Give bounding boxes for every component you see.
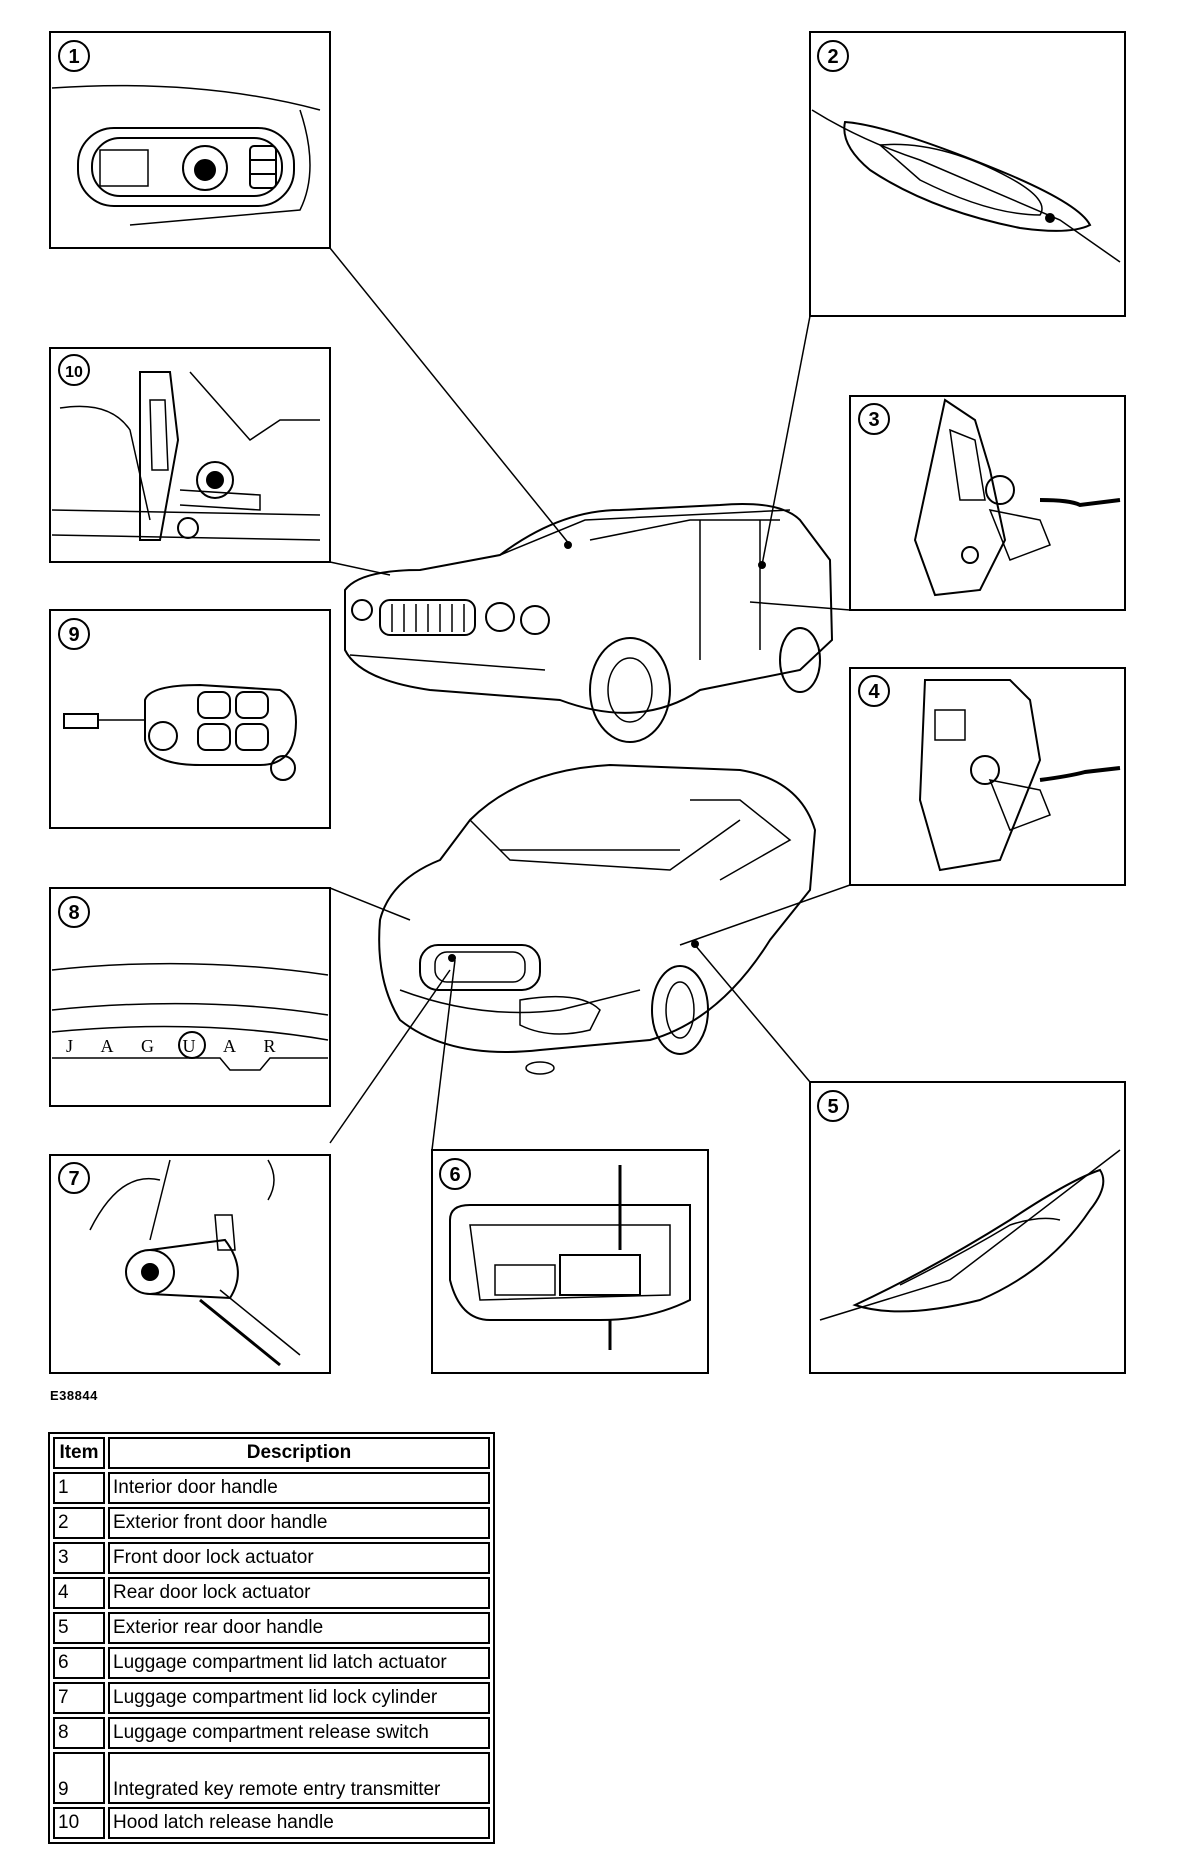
callout-badges: 1 2 3 4 5 6 7 8 9 10 <box>58 40 890 1194</box>
callout-10: 10 <box>58 354 90 386</box>
callout-6: 6 <box>439 1158 471 1190</box>
callout-3: 3 <box>858 403 890 435</box>
panel-2-exterior-front-door-handle <box>809 31 1126 317</box>
legend-item-number: 9 <box>53 1752 105 1804</box>
table-row: 7 Luggage compartment lid lock cylinder <box>53 1682 490 1714</box>
panel-3-front-door-lock-actuator <box>849 395 1126 611</box>
legend-item-number: 7 <box>53 1682 105 1714</box>
legend-item-description: Exterior rear door handle <box>108 1612 490 1644</box>
legend-item-number: 4 <box>53 1577 105 1609</box>
panel-4-rear-door-lock-actuator <box>849 667 1126 886</box>
panel-10-hood-latch-release-handle <box>49 347 331 563</box>
leader-lines <box>329 247 851 1151</box>
legend-item-description: Interior door handle <box>108 1472 490 1504</box>
svg-text:9: 9 <box>68 624 79 646</box>
legend-item-description: Exterior front door handle <box>108 1507 490 1539</box>
panel-8-release-switch: J A G U A R <box>49 887 331 1107</box>
callout-5: 5 <box>817 1090 849 1122</box>
legend-item-number: 5 <box>53 1612 105 1644</box>
svg-text:8: 8 <box>68 902 79 924</box>
panel-7-lock-cylinder <box>49 1154 331 1374</box>
table-row: 5 Exterior rear door handle <box>53 1612 490 1644</box>
rear-car-illustration <box>378 763 817 1075</box>
legend-item-description: Luggage compartment lid latch actuator <box>108 1647 490 1679</box>
table-row: 3 Front door lock actuator <box>53 1542 490 1574</box>
svg-text:10: 10 <box>65 364 83 381</box>
panel-1-interior-door-handle <box>49 31 331 249</box>
legend-header-description: Description <box>108 1437 490 1469</box>
callout-7: 7 <box>58 1162 90 1194</box>
legend-item-number: 6 <box>53 1647 105 1679</box>
legend-table: Item Description 1 Interior door handle … <box>48 1432 495 1844</box>
legend-header-row: Item Description <box>53 1437 490 1469</box>
callout-4: 4 <box>858 675 890 707</box>
legend-item-number: 8 <box>53 1717 105 1749</box>
locking-components-diagram: J A G U A R <box>49 31 1126 1374</box>
legend-item-number: 1 <box>53 1472 105 1504</box>
legend-item-description: Luggage compartment lid lock cylinder <box>108 1682 490 1714</box>
svg-text:6: 6 <box>449 1164 460 1186</box>
figure-code: E38844 <box>50 1388 98 1403</box>
table-row: 2 Exterior front door handle <box>53 1507 490 1539</box>
legend-item-number: 2 <box>53 1507 105 1539</box>
svg-text:1: 1 <box>68 46 79 68</box>
callout-9: 9 <box>58 618 90 650</box>
table-row: 10 Hood latch release handle <box>53 1807 490 1839</box>
legend-item-description: Front door lock actuator <box>108 1542 490 1574</box>
svg-text:4: 4 <box>868 681 880 703</box>
svg-text:7: 7 <box>68 1168 79 1190</box>
table-row: 6 Luggage compartment lid latch actuator <box>53 1647 490 1679</box>
panel-9-key-remote-transmitter <box>49 609 331 829</box>
legend-item-number: 10 <box>53 1807 105 1839</box>
legend-item-number: 3 <box>53 1542 105 1574</box>
legend-item-description: Rear door lock actuator <box>108 1577 490 1609</box>
panel-5-exterior-rear-door-handle <box>809 1081 1126 1374</box>
callout-8: 8 <box>58 896 90 928</box>
panel-6-latch-actuator <box>431 1149 709 1374</box>
legend-header-item: Item <box>53 1437 105 1469</box>
badge-lettering: J A G U A R <box>66 1036 288 1056</box>
legend-item-description: Luggage compartment release switch <box>108 1717 490 1749</box>
svg-text:5: 5 <box>827 1096 838 1118</box>
callout-2: 2 <box>817 40 849 72</box>
table-row: 8 Luggage compartment release switch <box>53 1717 490 1749</box>
svg-text:3: 3 <box>868 409 879 431</box>
table-row: 9 Integrated key remote entry transmitte… <box>53 1752 490 1804</box>
table-row: 1 Interior door handle <box>53 1472 490 1504</box>
legend-item-description: Hood latch release handle <box>108 1807 490 1839</box>
front-car-illustration <box>344 503 834 743</box>
table-row: 4 Rear door lock actuator <box>53 1577 490 1609</box>
callout-1: 1 <box>58 40 90 72</box>
legend-item-description: Integrated key remote entry transmitter <box>108 1752 490 1804</box>
svg-text:2: 2 <box>827 46 838 68</box>
